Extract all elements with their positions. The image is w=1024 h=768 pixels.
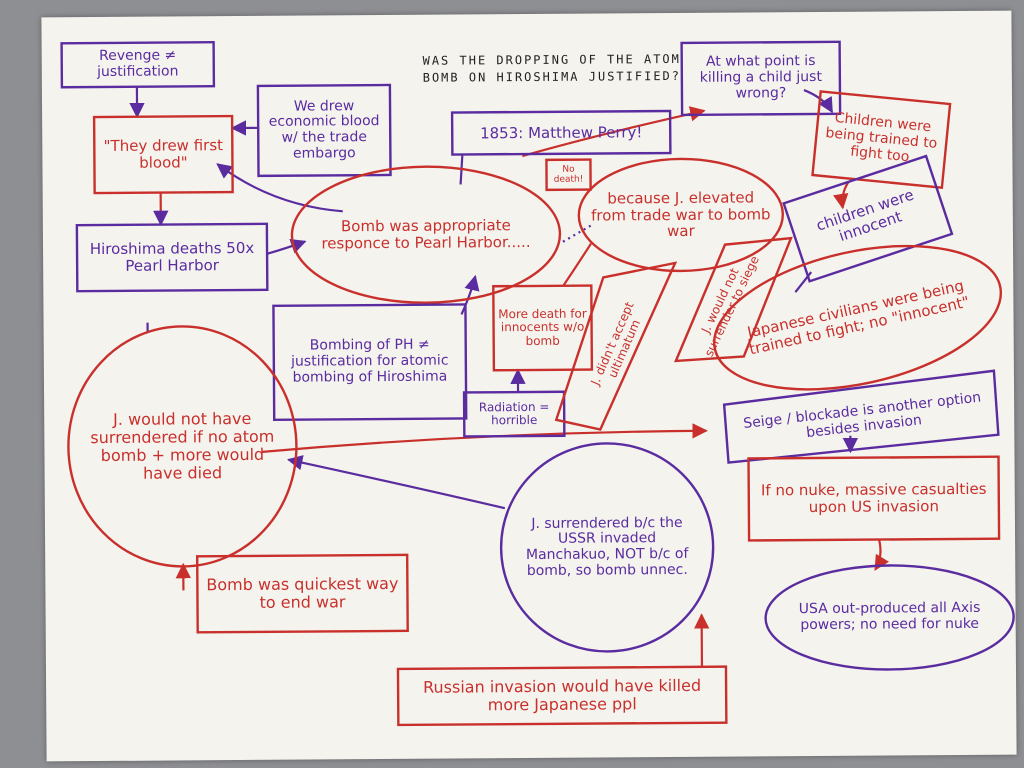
- node-no-nuke: If no nuke, massive casualties upon US i…: [760, 480, 987, 517]
- edge-children-trained-to-innocent: [833, 181, 850, 210]
- edge-dotted-appropriate-elevated: [562, 224, 592, 243]
- box-more-death: [492, 284, 594, 372]
- node-revenge: Revenge ≠ justification: [97, 47, 179, 81]
- node-quickest: Bomb was quickest way to end war: [206, 574, 399, 612]
- box-russian: [396, 665, 728, 727]
- node-children-trained: Children were being trained to fight too: [824, 110, 938, 166]
- node-first-blood: "They drew first blood": [103, 136, 224, 172]
- box-children-trained: [811, 90, 952, 189]
- box-siege-blockade: [722, 369, 1000, 464]
- box-surrender-siege: [673, 236, 793, 363]
- box-children-innocent: [782, 154, 954, 283]
- paper-sheet: WAS THE DROPPING OF THE ATOM BOMB ON HIR…: [41, 10, 1017, 762]
- box-perry: [450, 109, 672, 156]
- edge-bombing-ph-to-appropriate: [460, 274, 480, 315]
- oval-civilians: [713, 244, 1003, 391]
- node-ussr: J. surrendered b/c the USSR invaded Manc…: [525, 514, 689, 579]
- node-no-death: No death!: [553, 164, 584, 185]
- diagram-title: WAS THE DROPPING OF THE ATOM BOMB ON HIR…: [422, 51, 682, 85]
- node-more-death: More death for innocents w/o bomb: [498, 306, 587, 348]
- node-russian-invasion: Russian invasion would have killed more …: [423, 675, 702, 715]
- oval-elevated: [577, 157, 785, 273]
- box-economic: [256, 83, 392, 178]
- node-radiation: Radiation = horrible: [478, 399, 550, 428]
- box-ultimatum: [554, 261, 678, 431]
- node-shapes: [60, 40, 1015, 727]
- box-bombing-ph: [272, 303, 468, 421]
- edge-appropriate-to-first-blood: [216, 163, 343, 213]
- node-economic-blood: We drew economic blood w/ the trade emba…: [268, 97, 380, 162]
- node-perry: 1853: Matthew Perry!: [479, 122, 643, 142]
- oval-usa: [764, 564, 1015, 671]
- box-revenge: [60, 40, 216, 89]
- box-first-blood: [92, 114, 234, 195]
- edge-more-death-to-elevated: [562, 242, 592, 287]
- box-hiroshima-deaths: [75, 222, 269, 293]
- node-hiroshima-deaths: Hiroshima deaths 50x Pearl Harbor: [89, 239, 255, 275]
- oval-ussr: [499, 442, 715, 653]
- box-quickest: [195, 553, 409, 634]
- edge-ussr-to-not-surrendered: [287, 455, 506, 510]
- oval-not-surrendered: [67, 325, 298, 568]
- node-usa-outproduced: USA out-produced all Axis powers; no nee…: [798, 600, 981, 634]
- oval-appropriate: [290, 165, 562, 304]
- node-killing-child: At what point is killing a child just wr…: [699, 53, 822, 102]
- node-bombing-ph: Bombing of PH ≠ justification for atomic…: [291, 337, 449, 386]
- box-no-death: [545, 158, 592, 192]
- node-appropriate-response: Bomb was appropriate responce to Pearl H…: [321, 216, 531, 253]
- edge-hiroshima-to-appropriate: [266, 239, 307, 255]
- node-not-surrendered: J. would not have surrendered if no atom…: [90, 409, 275, 483]
- box-killing-child: [680, 40, 842, 117]
- edge-no-nuke-to-usa: [874, 539, 890, 571]
- edge-appropriate-to-child: [522, 106, 706, 158]
- box-radiation: [462, 390, 566, 438]
- box-no-nuke: [747, 455, 1001, 542]
- diagram-shapes: [60, 40, 1015, 727]
